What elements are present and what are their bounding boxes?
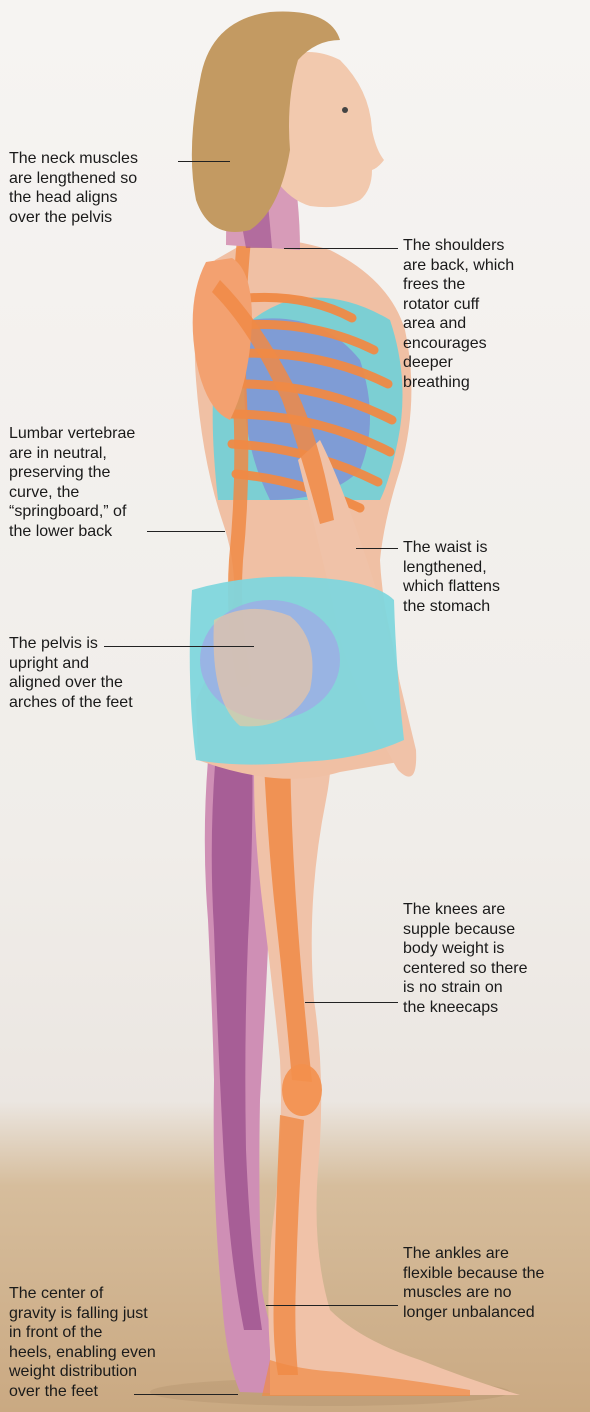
annotation-neck: The neck muscles are lengthened so the h… <box>9 149 138 227</box>
annotation-ankles: The ankles are flexible because the musc… <box>403 1244 544 1322</box>
eye <box>342 107 348 113</box>
leader-line-lumbar <box>147 531 225 532</box>
annotation-center-of-gravity: The center of gravity is falling just in… <box>9 1284 156 1401</box>
leader-line-pelvis <box>104 646 254 647</box>
annotation-waist: The waist is lengthened, which flattens … <box>403 538 500 616</box>
annotation-lumbar: Lumbar vertebrae are in neutral, preserv… <box>9 424 135 541</box>
leader-line-waist <box>356 548 398 549</box>
kneecap <box>282 1064 322 1116</box>
leader-line-ankles <box>266 1305 398 1306</box>
annotation-knees: The knees are supple because body weight… <box>403 900 528 1017</box>
leader-line-gravity <box>134 1394 238 1395</box>
annotation-shoulders: The shoulders are back, which frees the … <box>403 236 514 392</box>
leader-line-neck <box>178 161 230 162</box>
leader-line-knees <box>305 1002 398 1003</box>
leader-line-shoulders <box>284 248 398 249</box>
